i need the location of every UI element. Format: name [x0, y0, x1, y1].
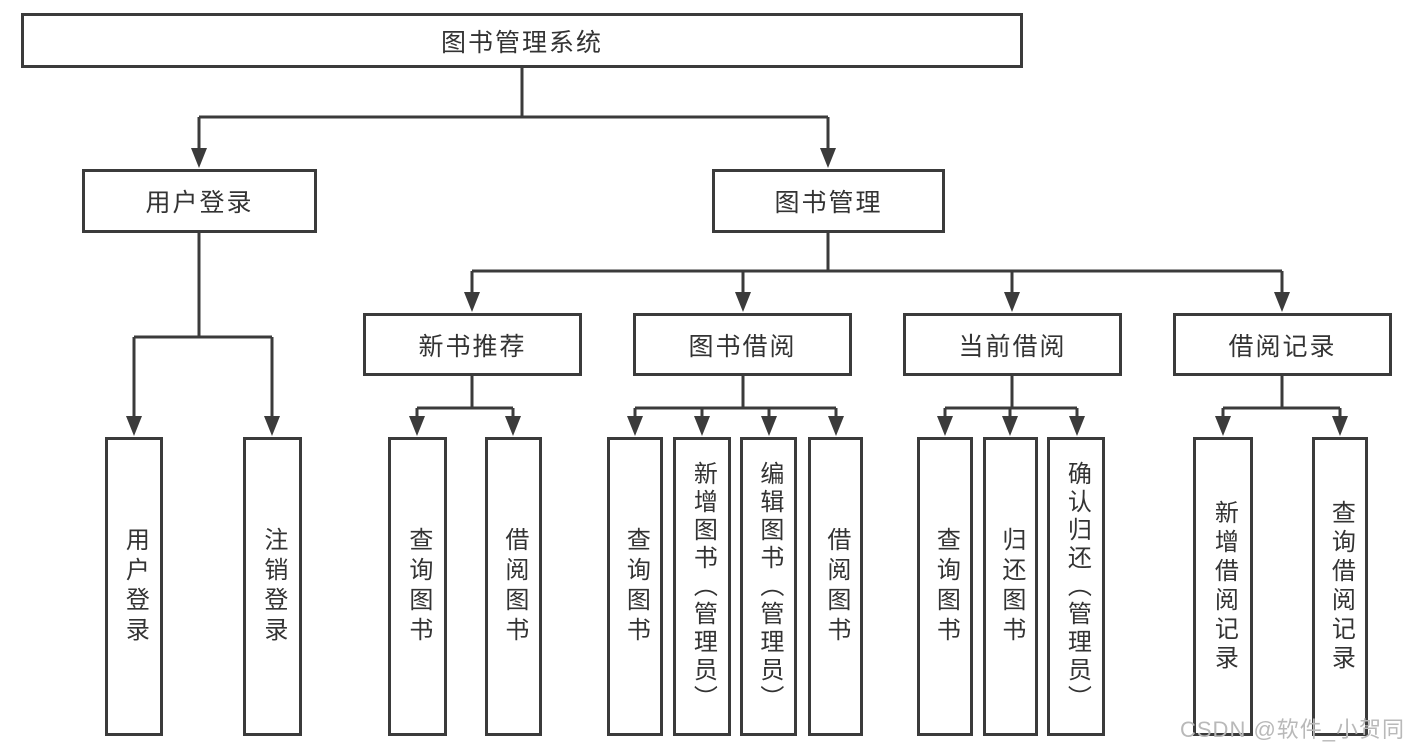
leaf-borrow-add-book-admin: 新增图书（管理员）: [673, 437, 731, 736]
node-new-book-recommend: 新书推荐: [363, 313, 582, 376]
node-borrow-records: 借阅记录: [1173, 313, 1392, 376]
arrow-down-icon: [761, 416, 777, 436]
arrow-down-icon: [627, 416, 643, 436]
node-current-borrow: 当前借阅: [903, 313, 1122, 376]
connector-borrow-records-split: [1221, 376, 1342, 420]
node-user-login: 用户登录: [82, 169, 317, 233]
arrow-down-icon: [937, 416, 953, 436]
leaf-recommend-query-book: 查询图书: [388, 437, 447, 736]
leaf-logout: 注销登录: [243, 437, 302, 736]
arrow-down-icon: [464, 292, 480, 312]
arrow-down-icon: [264, 416, 280, 436]
leaf-records-query-record: 查询借阅记录: [1312, 437, 1368, 736]
leaf-current-query-book: 查询图书: [917, 437, 973, 736]
csdn-watermark: CSDN @软件_小贺同学: [1180, 717, 1405, 742]
arrow-down-icon: [1274, 292, 1290, 312]
connector-current-borrow-split: [943, 376, 1079, 420]
arrow-down-icon: [126, 416, 142, 436]
node-root: 图书管理系统: [21, 13, 1023, 68]
leaf-user-login: 用户登录: [105, 437, 163, 736]
connector-book-mgmt-split: [470, 233, 1284, 296]
leaf-borrow-borrow-book: 借阅图书: [808, 437, 863, 736]
arrow-down-icon: [191, 148, 207, 168]
arrow-down-icon: [1069, 416, 1085, 436]
arrow-down-icon: [820, 148, 836, 168]
leaf-records-add-record: 新增借阅记录: [1193, 437, 1253, 736]
leaf-recommend-borrow-book: 借阅图书: [485, 437, 542, 736]
connector-book-borrow-split: [633, 376, 838, 420]
leaf-borrow-query-book: 查询图书: [607, 437, 663, 736]
connector-new-book-rec-split: [415, 376, 515, 420]
node-book-borrow: 图书借阅: [633, 313, 852, 376]
arrow-down-icon: [1002, 416, 1018, 436]
arrow-down-icon: [505, 416, 521, 436]
leaf-current-return-book: 归还图书: [983, 437, 1038, 736]
arrow-down-icon: [694, 416, 710, 436]
arrow-down-icon: [1332, 416, 1348, 436]
arrow-down-icon: [409, 416, 425, 436]
arrow-down-icon: [1004, 292, 1020, 312]
connector-root-split: [197, 68, 830, 152]
arrow-down-icon: [735, 292, 751, 312]
leaf-borrow-edit-book-admin: 编辑图书（管理员）: [740, 437, 797, 736]
node-book-management: 图书管理: [712, 169, 945, 233]
arrow-down-icon: [828, 416, 844, 436]
connector-user-login-split: [132, 233, 274, 420]
arrow-down-icon: [1215, 416, 1231, 436]
leaf-current-confirm-return-admin: 确认归还（管理员）: [1047, 437, 1105, 736]
